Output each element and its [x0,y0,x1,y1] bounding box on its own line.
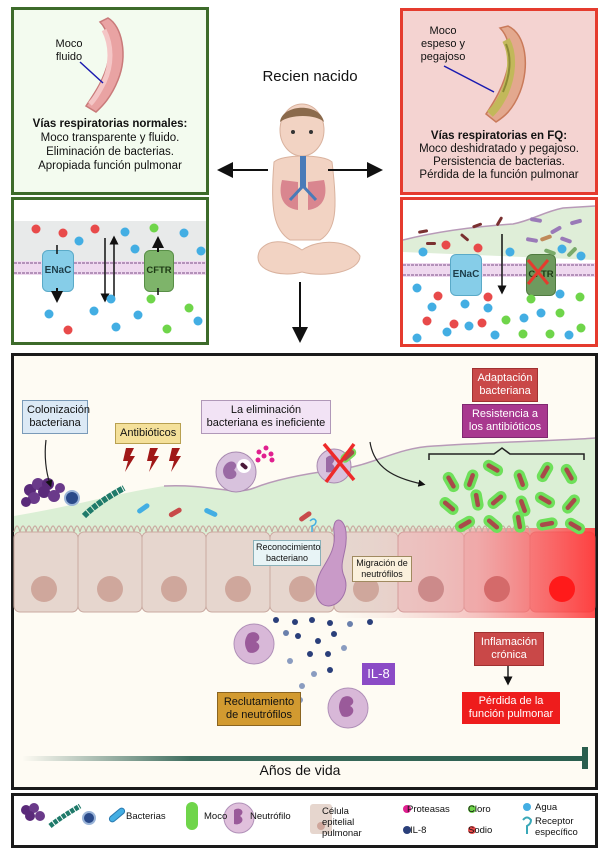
curved-arrow-colonization [44,439,53,488]
timeline-bar [22,756,584,761]
enac-channel: ENaC [42,250,74,292]
legend-cloro: Cloro [468,804,491,815]
il8-label: IL-8 [362,663,395,685]
legend-il8: IL-8 [410,825,427,836]
legend-panel [11,793,598,848]
legend-agua: Agua [535,802,558,813]
legend-coccus-icon [82,811,96,825]
legend-cocci-icon [21,803,45,821]
normal-line-2: Eliminación de bacterias. [46,146,174,158]
legend-neutrophil-icon [223,802,255,834]
timeline-end [582,747,588,769]
legend-bacillus-icon [108,807,126,823]
legend-protease-icon [403,805,411,813]
cf-line-3: Pérdida de la función pulmonar [419,169,579,181]
resistant-bacteria [439,459,586,535]
streptococcus-chain [81,485,126,519]
legend-icons [21,802,533,834]
curved-arrow-adaptation [369,441,426,487]
resistance-brace [428,447,585,460]
reclutamiento-label: Reclutamiento de neutrófilos [217,692,301,726]
sodium-ions [31,224,100,335]
legend-water-icon [523,803,531,811]
newborn-title: Recien nacido [262,68,358,85]
cf-mucus-layer [402,205,596,260]
legend-sodio: Sodio [468,825,493,836]
cf-line-1: Moco deshidratado y pegajoso. [419,143,579,155]
direction-arrows [217,162,383,343]
cf-mucus-pointer [443,65,495,93]
cf-mucus-label: Moco espeso y pegajoso [420,25,466,63]
cf-sodium-ions [422,240,493,329]
cf-enac-channel: ENaC [450,254,482,296]
eliminacion-label: La eliminación bacteriana es ineficiente [201,400,331,434]
cf-line-2: Persistencia de bacterias. [433,156,565,168]
water-molecules [43,227,206,435]
legend-sodium-icon [468,826,476,834]
normal-title: Vías respiratorias normales: [32,118,188,130]
neutrophil-phagocytosis [215,451,257,493]
recruited-neutrophil-2 [327,687,369,729]
legend-celula: Célula epitelial pulmonar [322,806,362,839]
legend-proteasas: Proteasas [407,804,450,815]
legend-chloride-icon [468,805,476,813]
specific-receptor [309,518,317,532]
legend-epithelial-cell-icon [310,804,332,834]
cf-airway-illustration [443,25,527,123]
normal-line-3: Apropiada función pulmonar [38,160,182,172]
normal-mucus-label: Moco fluido [55,38,83,63]
colonizacion-label: Colonización bacteriana [22,400,90,434]
cf-details [412,216,586,343]
normal-line-1: Moco transparente y fluido. [40,132,180,144]
lightning-bolts [123,448,181,472]
legend-receptor: Receptor específico [535,816,578,838]
cf-water-molecules [412,244,586,343]
perdida-label: Pérdida de la función pulmonar [462,692,560,724]
adaptacion-label: Adaptación bacteriana [472,368,538,402]
legend-neutrofilo: Neutrófilo [250,811,291,822]
coccus-single [64,490,80,506]
cf-title: Vías respiratorias en FQ: [430,130,568,142]
legend-receptor-icon [522,816,533,834]
reconocimiento-label: Reconocimiento bacteriano [253,540,321,566]
timeline-label: Años de vida [259,762,341,778]
legend-il8-icon [403,826,411,834]
legend-mucus-icon [186,802,198,830]
legend-moco: Moco [204,811,228,822]
recruited-neutrophil-1 [233,623,275,665]
resistencia-label: Resistencia a los antibióticos [462,404,548,438]
legend-bacterias: Bacterias [126,811,166,822]
neutrophil-failed [316,442,357,484]
proteases [255,445,275,463]
inflamacion-label: Inflamación crónica [474,632,544,666]
cftr-blocked-x-icon [526,259,550,285]
cf-bacteria [418,216,582,257]
normal-ion-arrows [31,223,206,435]
baby-illustration [257,103,361,275]
migrating-neutrophil [315,519,347,607]
il8-particles [273,617,373,703]
normal-airway-illustration [79,17,124,113]
antibioticos-label: Antibióticos [115,423,181,444]
normal-mucus-pointer [79,61,104,84]
cocci-cluster [21,478,65,507]
cilia [13,525,531,533]
legend-chain-icon [48,803,82,828]
chloride-ions [146,223,194,334]
cftr-channel: CFTR [144,250,174,292]
cf-chloride-ions [501,292,586,339]
migracion-label: Migración de neutrófilos [352,556,412,582]
